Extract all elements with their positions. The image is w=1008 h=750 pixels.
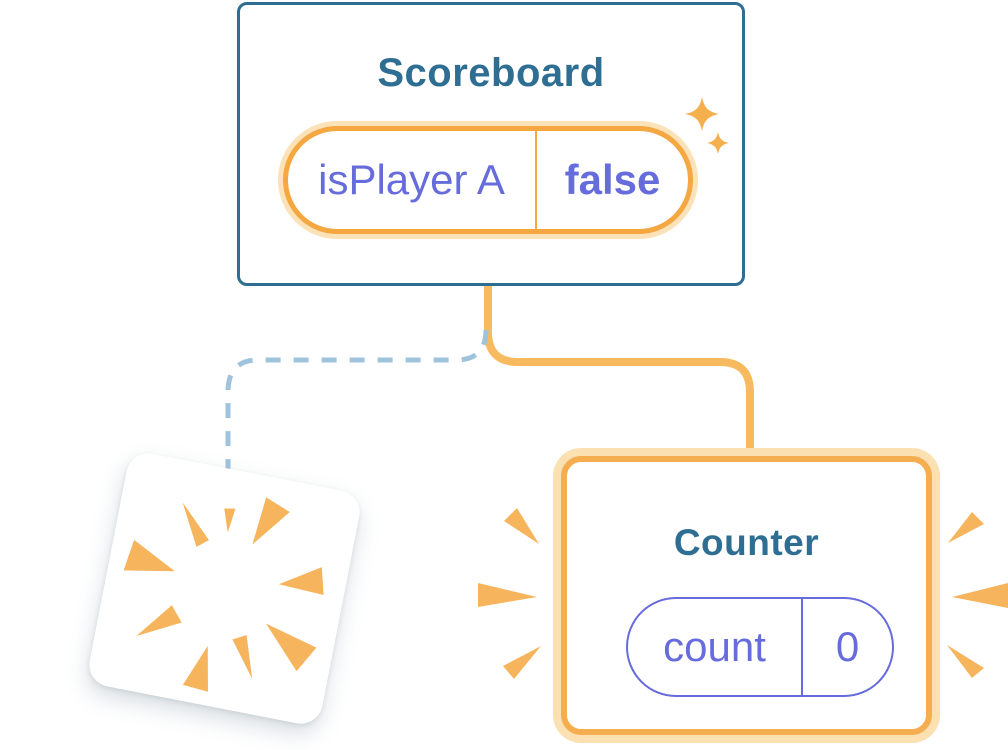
counter-state-pill: count 0 bbox=[626, 597, 894, 697]
counter-component-card: Counter count 0 bbox=[553, 448, 940, 743]
removed-connector-dashed-line bbox=[225, 329, 489, 506]
state-key: isPlayer A bbox=[318, 156, 505, 203]
state-key: count bbox=[663, 623, 766, 670]
destroyed-component-card bbox=[85, 449, 364, 728]
pill-divider bbox=[801, 599, 803, 695]
scoreboard-state-pill: isPlayer A false bbox=[283, 126, 693, 234]
scoreboard-title: Scoreboard bbox=[377, 51, 605, 95]
scoreboard-component-card: Scoreboard isPlayer A false bbox=[237, 2, 745, 286]
poof-burst-icon bbox=[123, 497, 324, 692]
state-value: 0 bbox=[835, 623, 860, 670]
pill-divider bbox=[535, 131, 537, 229]
state-connector-line bbox=[484, 284, 754, 454]
counter-card-border: Counter count 0 bbox=[561, 456, 932, 735]
sparkle-icon bbox=[685, 97, 729, 154]
emphasis-burst-icon bbox=[478, 508, 1008, 679]
state-value: false bbox=[564, 156, 661, 203]
counter-title: Counter bbox=[673, 522, 820, 563]
